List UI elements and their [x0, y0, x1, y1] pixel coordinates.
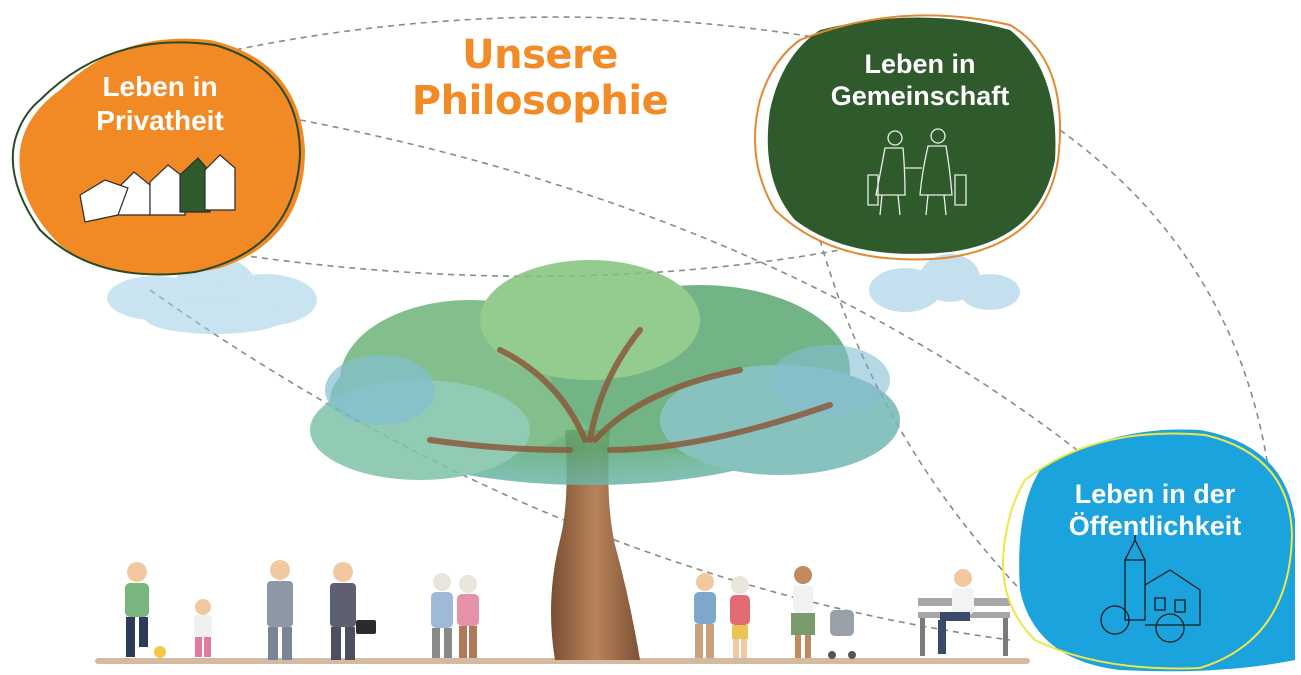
- person-elderly-couple: [431, 573, 479, 658]
- person-boy-football: [125, 562, 166, 658]
- connector-privat-ground: [149, 289, 1011, 641]
- label-gemeinschaft-line2: Gemeinschaft: [830, 81, 1010, 112]
- tree-illustration: [310, 260, 900, 660]
- label-privat-line1: Leben in: [102, 71, 218, 102]
- cloud-right: [869, 254, 1020, 312]
- houses-icon: [79, 154, 236, 223]
- bubble-oeffentlichkeit-outline: [1002, 432, 1294, 670]
- bubble-gemeinschaft: [754, 14, 1061, 261]
- connector-gemeinschaft-ground: [819, 239, 1041, 611]
- person-elderly-woman: [730, 576, 750, 658]
- elderly-couple-icon: [867, 128, 967, 216]
- person-mother-with-stroller: [791, 566, 856, 659]
- label-oeffentlichkeit-line1: Leben in der: [1074, 479, 1236, 509]
- label-gemeinschaft-line1: Leben in: [864, 49, 976, 79]
- label-privat-line2: Privatheit: [96, 104, 224, 136]
- park-bench-with-man: [918, 569, 1010, 656]
- label-gemeinschaft: Leben in Gemeinschaft: [800, 48, 1040, 113]
- ground-line: [95, 658, 1030, 664]
- person-businessman-2: [330, 562, 376, 660]
- label-oeffentlichkeit: Leben in der Öffentlichkeit: [1030, 478, 1280, 543]
- connector-privat-gemeinschaft-top: [224, 16, 821, 53]
- connector-gemeinschaft-oeffentlichkeit: [1059, 129, 1271, 481]
- church-town-icon: [1100, 530, 1201, 643]
- label-privat: Leben in Privatheit: [40, 70, 280, 137]
- person-businessman-1: [267, 560, 293, 660]
- tree-branches: [427, 327, 833, 453]
- people-illustration: [125, 560, 1010, 660]
- person-child: [194, 599, 212, 657]
- bubble-gemeinschaft-outline: [754, 14, 1061, 261]
- page-title: Unsere Philosophie: [411, 32, 669, 124]
- bubble-privat-outline: [11, 41, 302, 276]
- bubble-gemeinschaft-fill: [767, 17, 1056, 254]
- bubble-oeffentlichkeit: [1002, 429, 1295, 672]
- connector-privat-oeffentlichkeit: [299, 119, 1151, 511]
- label-oeffentlichkeit-line2: Öffentlichkeit: [1068, 511, 1242, 542]
- tree-trunk: [551, 430, 640, 660]
- bubble-oeffentlichkeit-fill: [1019, 429, 1295, 672]
- person-photographer: [694, 573, 716, 658]
- bubble-privat: [11, 38, 305, 276]
- tree-canopy: [310, 260, 900, 485]
